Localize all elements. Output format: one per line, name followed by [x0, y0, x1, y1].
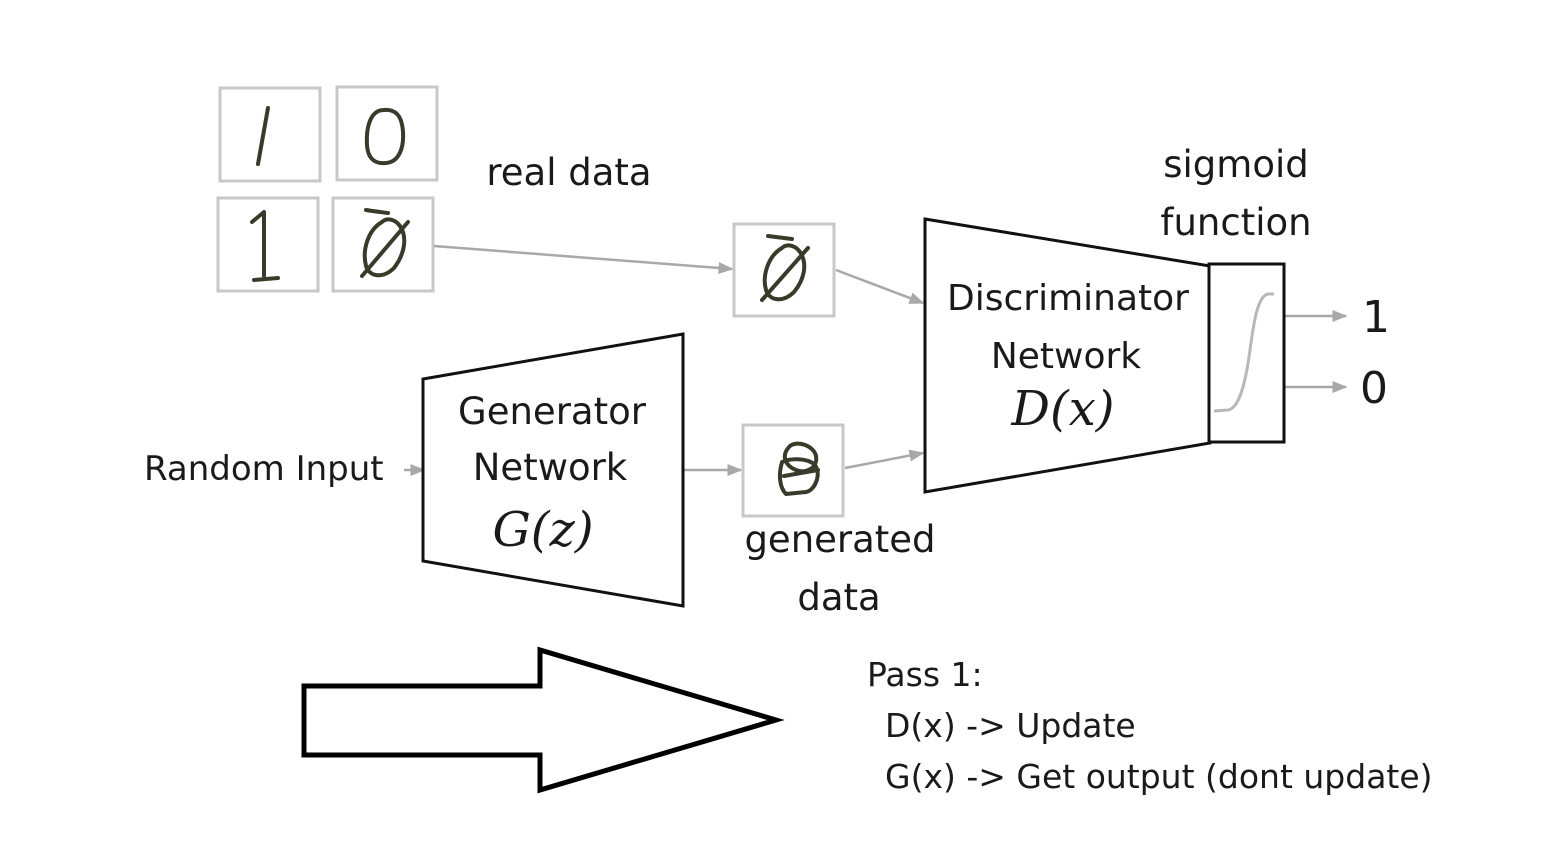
pass-notes-title: Pass 1:: [867, 655, 983, 694]
digit-zero-slashed-thumbnail: [331, 196, 435, 293]
real-data-samples: [216, 85, 439, 293]
discriminator-network: Discriminator Network D(x): [923, 217, 1212, 494]
big-right-arrow-icon: [301, 646, 785, 794]
sigmoid-curve-icon: [1213, 292, 1274, 413]
generator-math-label: G(z): [492, 502, 593, 558]
output-one-label: 1: [1362, 292, 1390, 343]
real-to-discriminator-arrow: [835, 268, 925, 305]
generator-network: Generator Network G(z): [421, 332, 685, 608]
generator-label-line1: Generator: [458, 390, 647, 433]
generated-sample-thumbnail: [741, 423, 845, 518]
discriminator-math-label: D(x): [1010, 381, 1114, 437]
digit-one-thumbnail: [218, 86, 322, 183]
sigmoid-label-line1: sigmoid: [1163, 143, 1309, 186]
generator-label-line2: Network: [473, 446, 628, 489]
pass-notes-line1: D(x) -> Update: [885, 706, 1136, 745]
real-data-label: real data: [486, 151, 651, 194]
output-zero-label: 0: [1360, 363, 1388, 414]
generated-data-label-line2: data: [797, 576, 880, 619]
discriminator-label-line2: Network: [991, 336, 1141, 377]
connectors: [404, 244, 1348, 476]
random-input-label: Random Input: [144, 449, 384, 489]
digit-zero-thumbnail: [335, 85, 439, 182]
discriminator-label-line1: Discriminator: [947, 278, 1189, 319]
digit-one-serif-thumbnail: [216, 196, 320, 293]
sigmoid-label-line2: function: [1160, 201, 1311, 244]
real-data-arrow: [433, 244, 734, 274]
pass-notes-line2: G(x) -> Get output (dont update): [885, 757, 1433, 796]
generated-to-discriminator-arrow: [844, 449, 925, 470]
pass-notes: Pass 1: D(x) -> Update G(x) -> Get outpu…: [867, 655, 1433, 796]
sigmoid-box: [1207, 262, 1286, 444]
real-sample-thumbnail: [732, 222, 836, 318]
generated-data-label-line1: generated: [744, 518, 935, 561]
